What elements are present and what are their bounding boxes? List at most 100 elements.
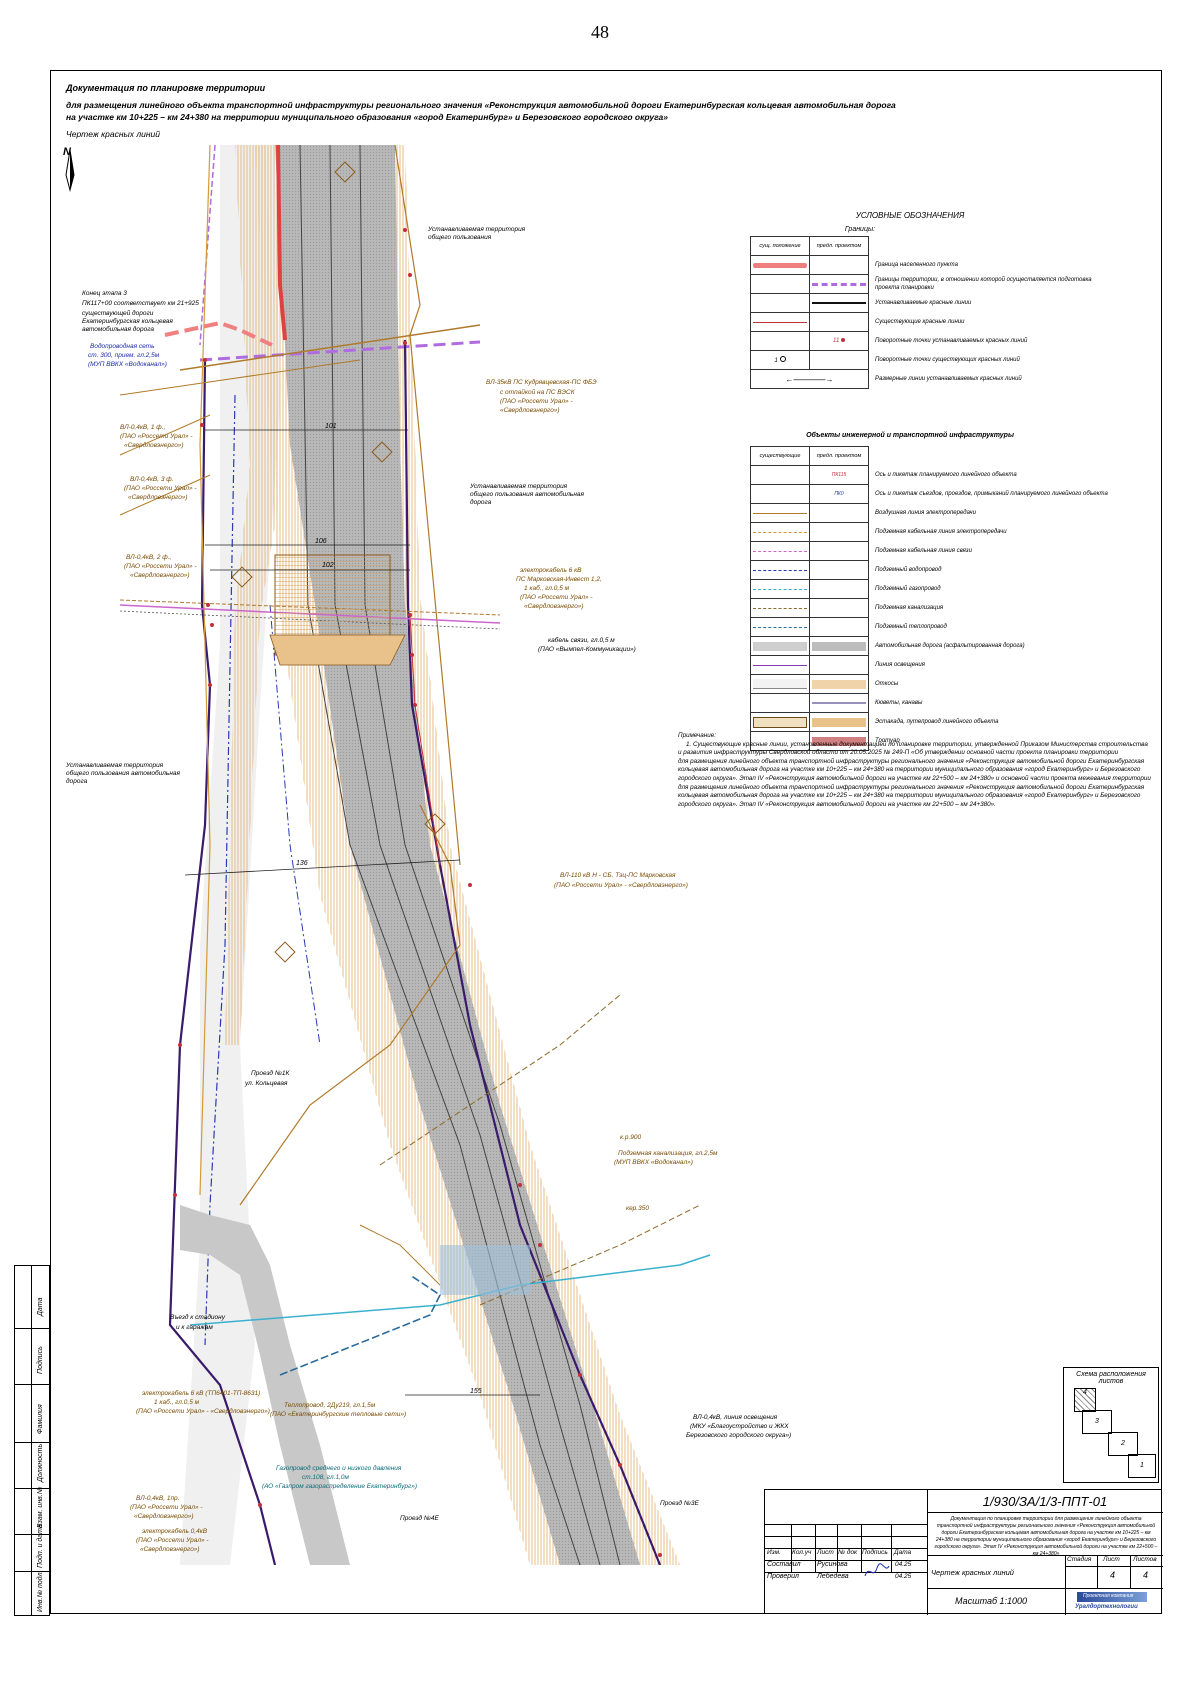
side-label-signdate: Подп. и дата <box>37 1524 44 1568</box>
planning-boundary <box>199 340 481 362</box>
label-passage3: Проезд №3Е <box>660 1500 699 1507</box>
legend-axis-ramps: Ось и пикетаж съездов, проездов, примыка… <box>875 491 1108 497</box>
dimension-line-136 <box>184 859 461 876</box>
stamp-date-1: 04.25 <box>895 1561 912 1568</box>
legend-axis-main: Ось и пикетаж планируемого линейного объ… <box>875 472 1017 478</box>
label-public-territory-3: Устанавливаемая территория общего пользо… <box>66 762 180 785</box>
double-arrow-icon: ←————→ <box>750 369 869 389</box>
map-drawing <box>65 145 711 1565</box>
main-road <box>275 145 640 1565</box>
stamp-sheets-value: 4 <box>1143 1570 1149 1580</box>
stamp-description: Документация по планировке территории дл… <box>934 1516 1158 1557</box>
drawing-sheet <box>50 70 1162 1614</box>
label-vl04-c: ВЛ-0,4кВ, 2 ф., <box>126 554 172 561</box>
stamp-sheets-label: Листов <box>1133 1556 1157 1563</box>
note-heading: Примечание: <box>678 732 717 739</box>
note-line: 1. Существующие красные линии, установле… <box>686 740 1148 748</box>
label-cable6b-2: 1 каб., гл.0,5 м <box>154 1399 200 1406</box>
sheet-cell-3: 3 <box>1082 1410 1112 1434</box>
title-block: 1/930/ЗА/1/3-ППТ-01 Документация по план… <box>764 1489 1163 1615</box>
label-lighting-3: Березовского городского округа») <box>686 1432 792 1439</box>
label-passage1: Проезд №1К <box>251 1070 290 1077</box>
legend-red-new: Устанавливаемые красные линии <box>875 300 972 306</box>
label-gas-2: ст.108, гл.1,0м <box>302 1474 349 1481</box>
north-arrow <box>65 149 75 192</box>
legend-title: УСЛОВНЫЕ ОБОЗНАЧЕНИЯ <box>855 211 965 220</box>
legend-point-existing-num: 1 <box>774 358 778 364</box>
label-cable6b-3: (ПАО «Россети Урал» - «Свердловэнерго») <box>136 1408 270 1415</box>
note-line: для размещения линейного объекта транспо… <box>678 757 1145 765</box>
label-cable04-2: (ПАО «Россети Урал» - <box>136 1537 209 1544</box>
power-cable <box>119 599 501 616</box>
legend-water: Подземный водопровод <box>875 567 942 573</box>
dim-101: 101 <box>325 423 337 430</box>
label-vl35-2: с отпайкой на ПС ВЭСК <box>500 389 575 396</box>
water-pipe <box>269 604 321 1046</box>
sheet-scheme-title: Схема расположения листов <box>1076 1371 1146 1385</box>
stamp-role-2: Проверил <box>767 1573 799 1580</box>
label-passage4: Проезд №4Е <box>400 1515 439 1522</box>
power-line <box>359 1224 441 1286</box>
sheet-cell-1: 1 <box>1128 1454 1156 1478</box>
label-kerr2: к.р.900 <box>620 1134 642 1141</box>
page-number: 48 <box>591 22 609 42</box>
label-vl04-d: ВЛ-0,4кВ, 1пр. <box>136 1495 180 1502</box>
label-cable04: электрокабель 0,4кВ <box>142 1528 208 1535</box>
stamp-date-2: 04.25 <box>895 1573 912 1580</box>
label-vl04-a2: (ПАО «Россети Урал» - <box>120 433 193 440</box>
legend-comm-cable: Подземная кабельная линия связи <box>875 548 972 554</box>
legend-settlement: Граница населенного пункта <box>875 262 958 268</box>
side-label-surname: Фамилия <box>37 1404 44 1434</box>
north-label: N <box>63 146 71 158</box>
stamp-name-2: Лебедева <box>817 1573 849 1580</box>
power-line <box>119 474 211 516</box>
label-cable04-3: «Свердловэнерго») <box>140 1546 200 1553</box>
label-heat: Теплопровод, 2Ду219, гл.1,5м <box>284 1402 376 1409</box>
label-cable6: электрокабель 6 кВ <box>520 567 582 574</box>
stamp-name-1: Русинова <box>817 1561 848 1568</box>
stamp-col-izm: Изм. <box>767 1549 781 1556</box>
dim-106: 106 <box>315 538 327 545</box>
doc-subtitle-1: для размещения линейного объекта транспо… <box>66 100 896 110</box>
planning-boundary <box>199 145 216 346</box>
sheet-cell-4: 4 <box>1074 1388 1096 1412</box>
label-cable6-2: ПС Марковская-Инвест 1,2, <box>516 576 602 583</box>
settlement-boundary <box>276 145 287 341</box>
stamp-sheet-title: Чертеж красных линий <box>931 1568 1014 1577</box>
label-vl35-4: «Свердловэнерго») <box>500 407 560 414</box>
legend-gas: Подземный газопровод <box>875 586 941 592</box>
side-label-replace: Взам. инв.№ <box>37 1486 44 1528</box>
label-end-stage-pk: ПК117+00 соответствует км 21+925 <box>82 300 199 307</box>
red-dot-icon <box>840 338 845 342</box>
company-logo-icon <box>1077 1592 1147 1602</box>
legend-sewer: Подземная канализация <box>875 605 944 611</box>
label-water-net-3: (МУП ВВКХ «Водоканал») <box>88 361 167 368</box>
label-gas: Газопровод среднего и низкого давления <box>276 1465 402 1472</box>
label-vl04-a: ВЛ-0,4кВ, 1 ф., <box>120 424 166 431</box>
label-vl04-b: ВЛ-0,4кВ, 3 ф. <box>130 476 174 483</box>
legend-road: Автомобильная дорога (асфальтированная д… <box>875 643 1025 649</box>
label-public-territory-2: Устанавливаемая территория общего пользо… <box>470 483 584 506</box>
legend-power-cable: Подземная кабельная линия электропередач… <box>875 529 1007 535</box>
legend-pk0: ПК0 <box>834 491 844 497</box>
note-line: для размещения линейного объекта транспо… <box>678 783 1145 791</box>
comm-cable <box>119 610 501 630</box>
heat-pipe-zone <box>440 1245 530 1295</box>
legend-boundaries-title: Границы: <box>844 226 876 233</box>
label-gas-3: (АО «Газпром газораспределение Екатеринб… <box>262 1483 417 1490</box>
power-line <box>119 414 211 456</box>
label-comm-2: (ПАО «Вымпел-Коммуникации») <box>538 646 636 653</box>
power-line-35kv <box>179 324 481 371</box>
road-lane-line <box>329 145 601 1565</box>
note-line: кольцевая автомобильная дорога на участк… <box>678 766 1141 774</box>
access-road <box>180 1205 350 1565</box>
label-water-net-2: ст. 300, прием. гл.2,5м <box>88 352 160 359</box>
stamp-col-date: Дата <box>894 1549 912 1556</box>
label-water-net: Водопроводная сеть <box>90 343 155 350</box>
legend-col-existing: сущ. положение <box>750 236 810 256</box>
pylon-symbols <box>231 161 446 963</box>
stamp-sheet-value: 4 <box>1110 1570 1116 1580</box>
sheet-cell-2: 2 <box>1108 1432 1138 1456</box>
stamp-company-2: Уралдортехнологии <box>1075 1604 1138 1610</box>
side-stamp: Дата Подпись Фамилия Должность Взам. инв… <box>14 1265 50 1616</box>
